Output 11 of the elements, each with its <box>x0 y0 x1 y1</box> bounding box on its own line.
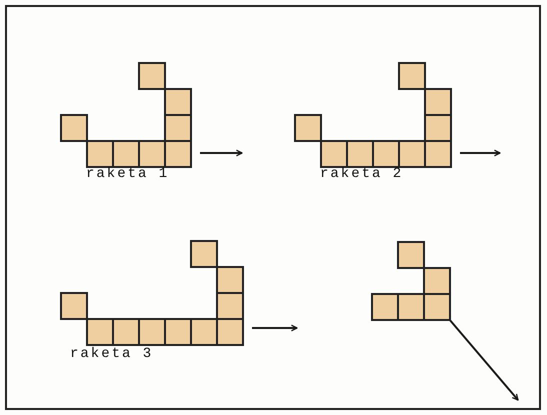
arrow <box>200 150 243 156</box>
arrow <box>252 324 298 332</box>
tile-drawing <box>60 240 242 344</box>
node-label: raketa 3 <box>70 347 154 361</box>
node-label: raketa 2 <box>320 167 404 181</box>
arrow <box>448 318 519 401</box>
tile-drawing <box>60 62 190 166</box>
arrow <box>460 150 501 156</box>
tile-drawing <box>294 62 450 166</box>
tile-drawing <box>371 241 449 319</box>
node-label: raketa 1 <box>86 167 170 181</box>
